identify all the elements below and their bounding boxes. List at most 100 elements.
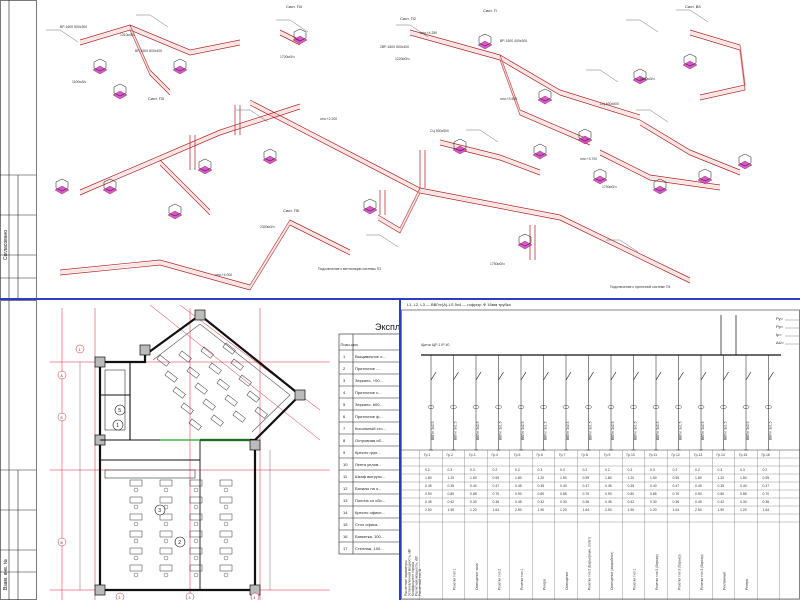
param-value: 0.2 xyxy=(425,468,430,472)
param-value: 0.3 xyxy=(628,468,633,472)
param-value: 0.2 xyxy=(673,468,678,472)
grille-plenum xyxy=(113,83,127,97)
explication-header: Пози-ция xyxy=(341,342,358,347)
grille xyxy=(697,175,713,185)
furniture-item xyxy=(219,547,233,555)
param-value: 0.45 xyxy=(605,484,612,488)
explication-name: Косольный сто... xyxy=(355,426,386,431)
duct-run-edge xyxy=(377,192,421,234)
explication-name: Выщивочное о... xyxy=(355,354,386,359)
explication-name: Зеркало, +00... xyxy=(355,378,383,383)
breaker-symbol xyxy=(520,371,527,381)
param-value: 0.47 xyxy=(583,484,590,488)
grille xyxy=(112,90,128,100)
grid-bubble xyxy=(115,592,125,600)
param-value: 0.40 xyxy=(560,484,567,488)
duct-network xyxy=(59,24,747,291)
cable-label: ВВГнг 3х1.5 xyxy=(454,421,458,440)
param-value: 1.20 xyxy=(650,508,657,512)
grid-mark: 3 xyxy=(189,596,191,600)
sidebar-label: Ру= xyxy=(776,316,784,321)
param-value: 0.90 xyxy=(605,492,612,496)
group-label: Гр.4 xyxy=(492,453,498,457)
explication-pos: 10 xyxy=(343,462,348,467)
breaker-symbol xyxy=(610,371,617,381)
param-value: 1.80 xyxy=(605,476,612,480)
param-value: 0.45 xyxy=(605,500,612,504)
rcd-symbol xyxy=(540,405,547,409)
cable-label: ВВГнг 3х2.5 xyxy=(611,421,615,440)
cable-label: ВВГнг 3х1.5 xyxy=(724,421,728,440)
consumer-label: Розетки тип 1 xyxy=(453,569,457,590)
param-value: 2.50 xyxy=(605,508,612,512)
connection-note: Подключение к вентиляции системы П3 xyxy=(318,267,381,271)
grille xyxy=(592,175,608,185)
consumer-label: Освещение зала xyxy=(475,563,479,590)
group-label: Гр.12 xyxy=(672,453,680,457)
furniture-item xyxy=(129,564,143,572)
duct-run-edge xyxy=(689,34,746,101)
duct-run-edge xyxy=(499,54,591,141)
chair xyxy=(163,521,169,527)
param-value: 1.50 xyxy=(560,476,567,480)
rcd-symbol xyxy=(427,405,435,409)
system-label: Сист. П xyxy=(483,8,497,13)
consumer-label: Освещение xyxy=(565,572,569,590)
row-title: Коэффициент спроса xyxy=(411,562,415,596)
flow-label: 1600м3/ч xyxy=(640,77,655,81)
grille xyxy=(262,155,278,165)
grid-mark: 4 xyxy=(254,596,256,600)
grid-bubble xyxy=(75,344,85,354)
rcd-symbol xyxy=(472,405,480,409)
param-value: 0.42 xyxy=(628,500,635,504)
param-value: 0.85 xyxy=(650,492,657,496)
sidebar-label: Рр= xyxy=(776,324,784,329)
duct-run-edge xyxy=(59,264,251,291)
cable-label: ВВГнг 3х1.5 xyxy=(679,421,683,440)
furniture-item xyxy=(129,547,143,555)
grille xyxy=(167,210,183,220)
furniture-item xyxy=(178,350,192,363)
explication-name: Зеркало, 600... xyxy=(355,402,383,407)
param-value: 1.64 xyxy=(583,508,590,512)
furniture-item xyxy=(189,496,203,504)
group-label: Гр.6 xyxy=(537,453,543,457)
flow-label: 1750м3/ч xyxy=(490,262,505,266)
grille xyxy=(172,65,188,75)
param-value: 1.50 xyxy=(650,476,657,480)
param-value: 1.50 xyxy=(740,476,747,480)
param-value: 0.30 xyxy=(650,500,657,504)
duct-run-fill xyxy=(689,31,747,99)
explication-pos: 17 xyxy=(343,546,348,551)
grille-plenum xyxy=(168,203,182,217)
furniture-item xyxy=(189,547,203,555)
param-value: 0.80 xyxy=(628,492,635,496)
breaker-symbol xyxy=(453,371,459,381)
furniture-item xyxy=(219,479,233,487)
param-value: 0.90 xyxy=(695,492,702,496)
breaker-symbol xyxy=(633,371,639,381)
grille-plenum xyxy=(55,178,69,192)
param-value: 0.95 xyxy=(583,476,590,480)
furniture-item xyxy=(159,564,173,572)
breaker-symbol xyxy=(723,371,729,381)
furniture-item xyxy=(208,362,222,375)
param-value: 0.85 xyxy=(470,492,477,496)
param-value: 0.45 xyxy=(695,500,702,504)
grille-plenum xyxy=(363,198,377,212)
chair xyxy=(223,521,229,527)
consumer-label: Резерв xyxy=(543,579,547,590)
inner-wall xyxy=(152,323,291,433)
rcd-symbol xyxy=(562,405,570,409)
rcd-symbol xyxy=(607,405,615,409)
duct-run-edge xyxy=(639,119,741,171)
param-value: 0.42 xyxy=(448,500,455,504)
duct-run-fill xyxy=(158,161,212,214)
row-title: Расчетный ток, А xyxy=(418,568,422,596)
param-value: 0.3 xyxy=(740,468,745,472)
param-value: 0.2 xyxy=(695,468,700,472)
